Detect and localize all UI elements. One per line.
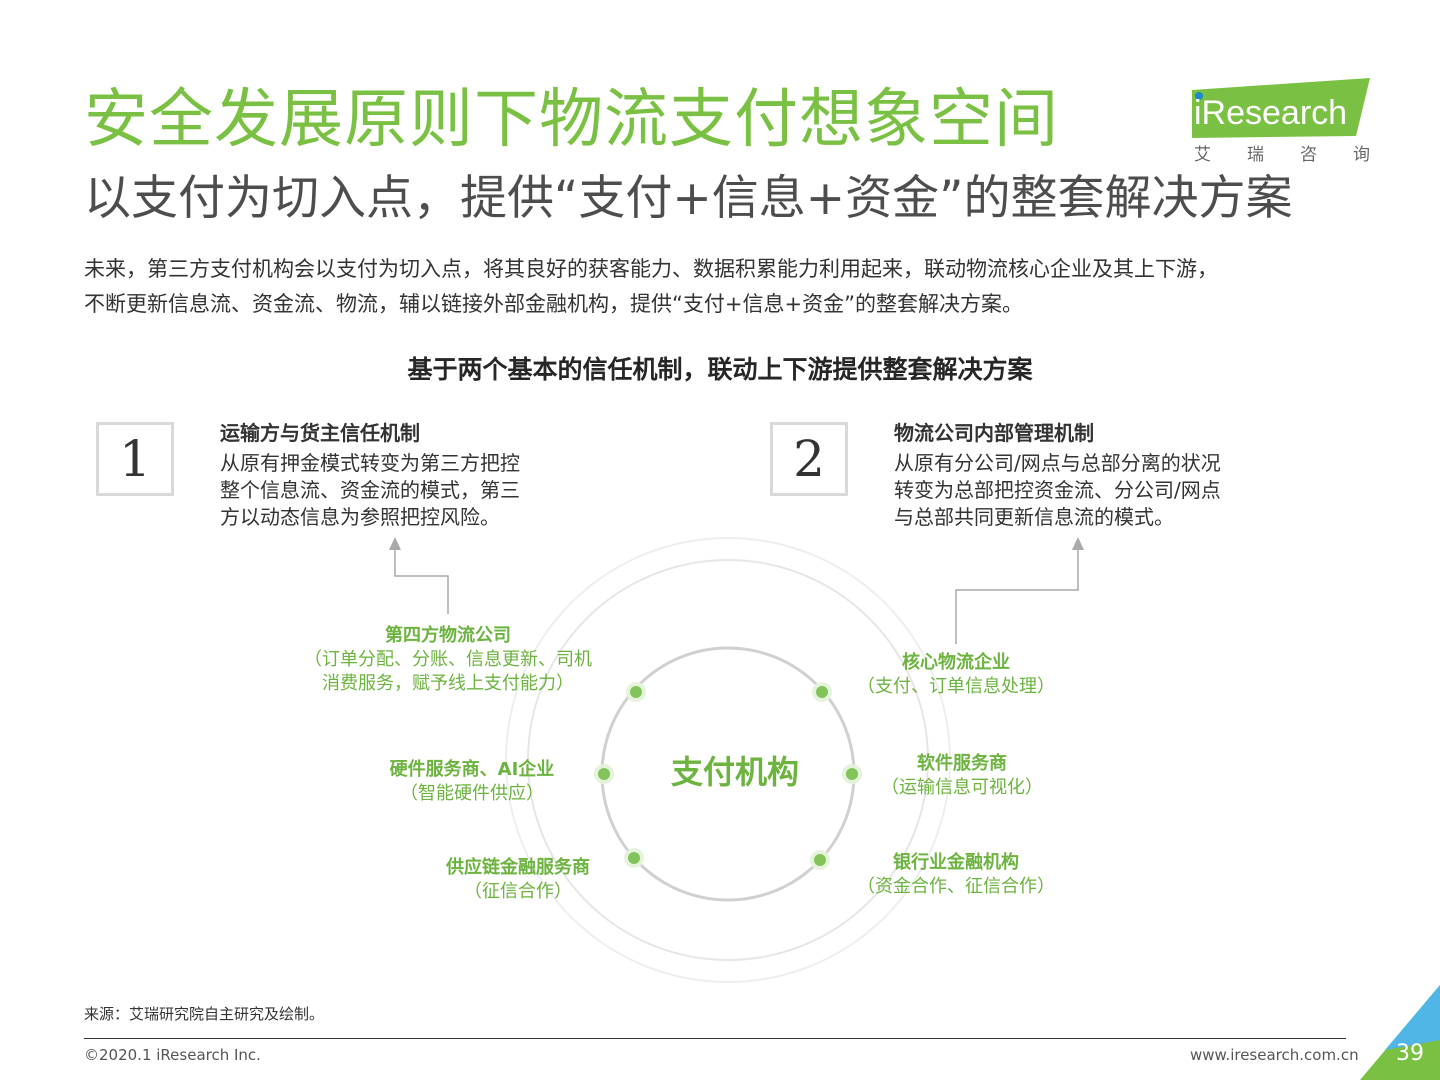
intro-paragraph: 未来，第三方支付机构会以支付为切入点，将其良好的获客能力、数据积累能力利用起来，… bbox=[84, 252, 1384, 322]
website-link[interactable]: www.iresearch.com.cn bbox=[1190, 1046, 1359, 1064]
mechanism-line: 从原有分公司/网点与总部分离的状况 bbox=[894, 451, 1221, 475]
logo-cn-char: 咨 bbox=[1300, 145, 1317, 165]
node-supply-chain-finance: 供应链金融服务商 （征信合作） bbox=[398, 856, 638, 904]
node-description: （智能硬件供应） bbox=[400, 783, 544, 804]
node-description: （资金合作、征信合作） bbox=[857, 876, 1055, 897]
ring-node-dot bbox=[594, 764, 614, 784]
node-name: 核心物流企业 bbox=[902, 652, 1010, 673]
iresearch-logo: iResearch bbox=[1192, 78, 1370, 138]
node-description: （订单分配、分账、信息更新、司机 bbox=[304, 649, 592, 670]
mechanism-line: 转变为总部把控资金流、分公司/网点 bbox=[894, 478, 1221, 502]
mechanism-title: 物流公司内部管理机制 bbox=[894, 421, 1094, 445]
node-software: 软件服务商 （运输信息可视化） bbox=[842, 752, 1082, 800]
footer-divider bbox=[84, 1038, 1346, 1039]
mechanism-description: 从原有分公司/网点与总部分离的状况 转变为总部把控资金流、分公司/网点 与总部共… bbox=[894, 450, 1221, 531]
page-subtitle: 以支付为切入点，提供“支付+信息+资金”的整套解决方案 bbox=[84, 171, 1293, 226]
node-fourth-party-logistics: 第四方物流公司 （订单分配、分账、信息更新、司机 消费服务，赋予线上支付能力） bbox=[248, 624, 648, 696]
mechanism-description: 从原有押金模式转变为第三方把控 整个信息流、资金流的模式，第三 方以动态信息为参… bbox=[220, 450, 520, 531]
node-name: 第四方物流公司 bbox=[385, 625, 511, 646]
logo-cn-char: 询 bbox=[1353, 145, 1370, 165]
intro-line: 未来，第三方支付机构会以支付为切入点，将其良好的获客能力、数据积累能力利用起来，… bbox=[84, 257, 1218, 281]
node-description: 消费服务，赋予线上支付能力） bbox=[322, 673, 574, 694]
node-hardware-ai: 硬件服务商、AI企业 （智能硬件供应） bbox=[342, 758, 602, 806]
middle-halo-ring bbox=[527, 559, 929, 961]
mechanism-number-box: 2 bbox=[770, 422, 848, 496]
intro-line: 不断更新信息流、资金流、物流，辅以链接外部金融机构，提供“支付+信息+资金”的整… bbox=[84, 292, 1023, 316]
node-name: 供应链金融服务商 bbox=[446, 857, 590, 878]
arrow-up-icon bbox=[389, 537, 401, 550]
node-bank-finance: 银行业金融机构 （资金合作、征信合作） bbox=[826, 851, 1086, 899]
node-description: （支付、订单信息处理） bbox=[857, 676, 1055, 697]
logo-cn-char: 瑞 bbox=[1247, 145, 1264, 165]
source-note: 来源：艾瑞研究院自主研究及绘制。 bbox=[84, 1005, 325, 1023]
logo-chinese-name: 艾 瑞 咨 询 bbox=[1194, 140, 1370, 165]
ring-node-dot bbox=[626, 682, 646, 702]
node-name: 硬件服务商、AI企业 bbox=[389, 759, 555, 780]
mechanism-line: 方以动态信息为参照把控风险。 bbox=[220, 505, 500, 529]
section-heading: 基于两个基本的信任机制，联动上下游提供整套解决方案 bbox=[407, 355, 1033, 384]
connector-line-right bbox=[955, 548, 1079, 644]
node-core-logistics: 核心物流企业 （支付、订单信息处理） bbox=[806, 651, 1106, 699]
logo-cn-char: 艾 bbox=[1194, 145, 1211, 165]
node-name: 软件服务商 bbox=[917, 753, 1007, 774]
ring-node-dot bbox=[810, 850, 830, 870]
logo-dot-icon bbox=[1195, 92, 1203, 100]
ring-node-dot bbox=[842, 764, 862, 784]
node-description: （征信合作） bbox=[464, 881, 572, 902]
logo-banner-shape bbox=[1192, 78, 1370, 138]
mechanism-title: 运输方与货主信任机制 bbox=[220, 421, 420, 445]
connector-line-left bbox=[394, 548, 449, 614]
outer-halo-ring bbox=[505, 537, 951, 983]
arrow-up-icon bbox=[1072, 537, 1084, 550]
ring-node-dot bbox=[812, 682, 832, 702]
copyright: ©2020.1 iResearch Inc. bbox=[84, 1046, 261, 1064]
logo-wordmark: iResearch bbox=[1194, 94, 1347, 132]
node-name: 银行业金融机构 bbox=[893, 852, 1019, 873]
node-description: （运输信息可视化） bbox=[881, 777, 1043, 798]
page-title: 安全发展原则下物流支付想象空间 bbox=[84, 83, 1059, 157]
center-payment-institution: 支付机构 bbox=[670, 753, 799, 791]
page-number: 39 bbox=[1396, 1041, 1424, 1066]
mechanism-line: 整个信息流、资金流的模式，第三 bbox=[220, 478, 520, 502]
mechanism-line: 从原有押金模式转变为第三方把控 bbox=[220, 451, 520, 475]
mechanism-line: 与总部共同更新信息流的模式。 bbox=[894, 505, 1174, 529]
ring-node-dot bbox=[624, 848, 644, 868]
mechanism-number-box: 1 bbox=[96, 422, 174, 496]
corner-accent-blue bbox=[1385, 985, 1440, 1050]
